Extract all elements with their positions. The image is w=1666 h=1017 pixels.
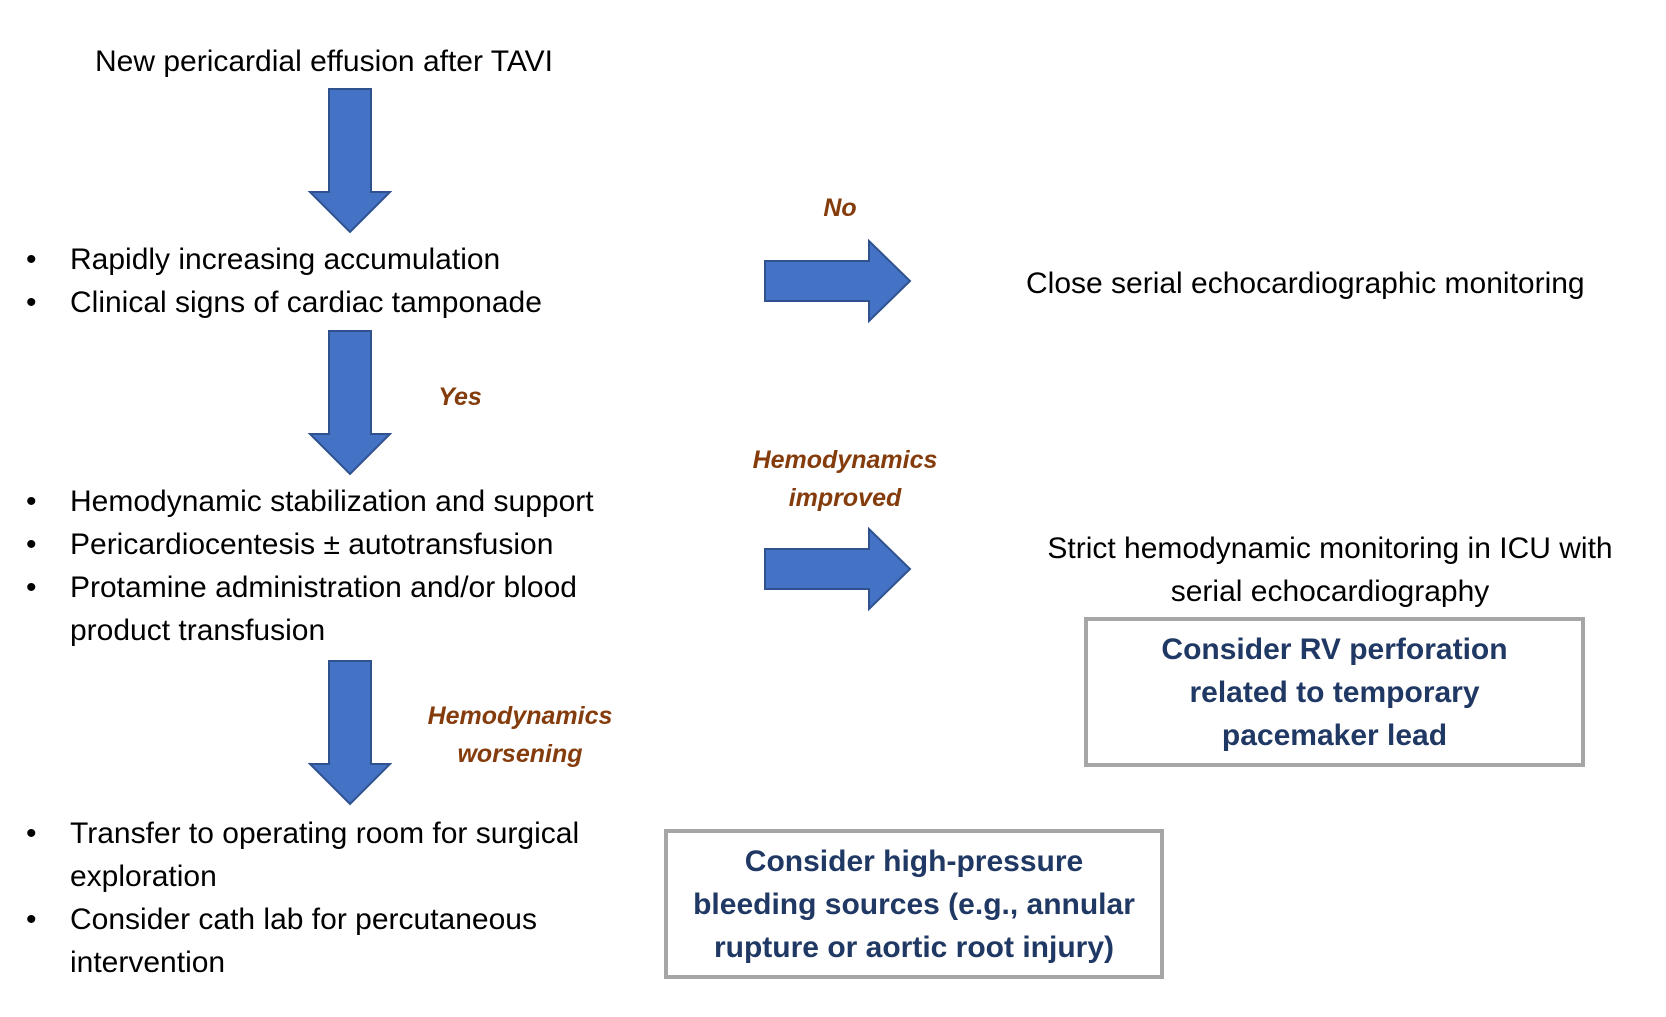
callout-rv-perforation-text: Consider RV perforation related to tempo… bbox=[1161, 632, 1508, 752]
arrow-down-icon bbox=[307, 88, 393, 234]
arrow-right-icon bbox=[764, 238, 912, 324]
decision-label-improved-line2: improved bbox=[788, 484, 902, 512]
arrow-down-icon bbox=[307, 660, 393, 806]
list-item: Transfer to operating room for surgical … bbox=[22, 812, 630, 898]
list-item: Rapidly increasing accumulation bbox=[22, 238, 642, 281]
outcome-icu-line2: serial echocardiography bbox=[1170, 575, 1490, 608]
decision-label-no: No bbox=[823, 194, 857, 222]
step2-bullet-list: Hemodynamic stabilization and support Pe… bbox=[22, 480, 672, 652]
outcome-monitoring: Close serial echocardiographic monitorin… bbox=[1026, 267, 1585, 300]
list-item: Clinical signs of cardiac tamponade bbox=[22, 281, 642, 324]
list-item: Consider cath lab for percutaneous inter… bbox=[22, 898, 630, 984]
outcome-icu: Strict hemodynamic monitoring in ICU wit… bbox=[1010, 527, 1650, 613]
step1-bullet-list: Rapidly increasing accumulation Clinical… bbox=[22, 238, 642, 324]
list-item: Protamine administration and/or blood pr… bbox=[22, 566, 630, 652]
callout-high-pressure: Consider high-pressure bleeding sources … bbox=[664, 829, 1164, 979]
callout-high-pressure-text: Consider high-pressure bleeding sources … bbox=[693, 844, 1135, 964]
list-item: Pericardiocentesis ± autotransfusion bbox=[22, 523, 672, 566]
decision-label-worsening-line1: Hemodynamics bbox=[427, 702, 613, 730]
callout-rv-perforation: Consider RV perforation related to tempo… bbox=[1084, 617, 1585, 767]
outcome-icu-line1: Strict hemodynamic monitoring in ICU wit… bbox=[1047, 532, 1613, 565]
arrow-down-icon bbox=[307, 330, 393, 476]
arrow-right-icon bbox=[764, 526, 912, 612]
decision-label-worsening-line2: worsening bbox=[457, 740, 583, 768]
list-item: Hemodynamic stabilization and support bbox=[22, 480, 672, 523]
decision-label-improved: Hemodynamics improved bbox=[720, 441, 970, 517]
step3-bullet-list: Transfer to operating room for surgical … bbox=[22, 812, 672, 984]
start-node: New pericardial effusion after TAVI bbox=[95, 45, 553, 78]
decision-label-improved-line1: Hemodynamics bbox=[752, 446, 938, 474]
decision-label-worsening: Hemodynamics worsening bbox=[395, 697, 645, 773]
decision-label-yes: Yes bbox=[438, 383, 482, 411]
